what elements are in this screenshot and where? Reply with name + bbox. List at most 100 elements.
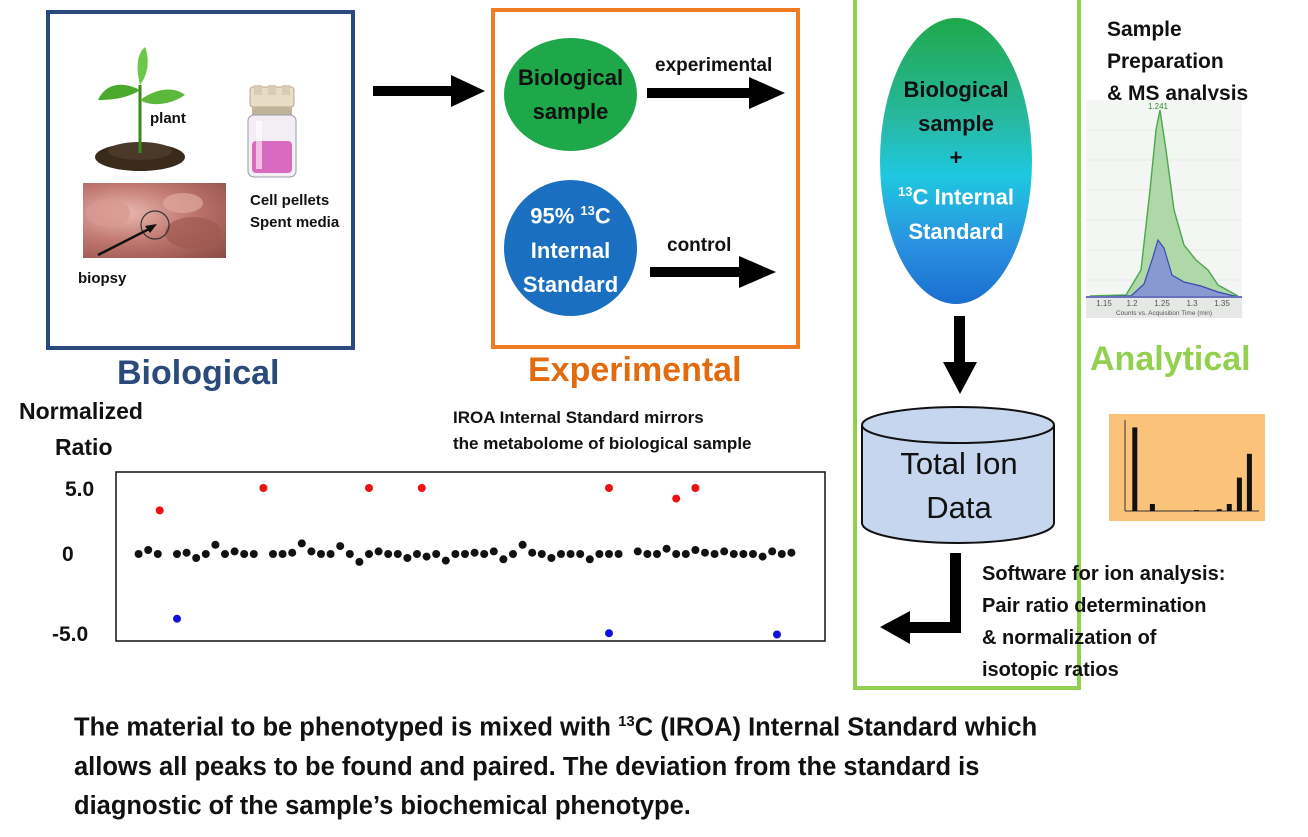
ratio-point <box>259 484 268 492</box>
chromatogram-tick: 1.15 <box>1096 299 1112 308</box>
chromatogram-thumbnail: 1.241 1.15 1.2 1.25 1.3 1.35 Counts vs. … <box>1086 100 1242 318</box>
software-text: Software for ion analysis: Pair ratio de… <box>982 558 1225 686</box>
ratio-point <box>509 550 517 558</box>
ratio-point <box>393 550 402 558</box>
biopsy-image <box>83 183 226 258</box>
chromatogram-peak-label: 1.241 <box>1148 102 1169 111</box>
mirror-text-line1: IROA Internal Standard mirrors <box>453 408 704 427</box>
ratio-point <box>537 550 546 558</box>
experimental-arrow <box>647 77 785 109</box>
ratio-point <box>749 550 757 558</box>
ratio-point <box>768 547 777 556</box>
internal-standard-circle: 95% 13C Internal Standard <box>504 180 637 316</box>
ratio-point <box>585 555 594 564</box>
chromatogram-tick: 1.3 <box>1186 299 1198 308</box>
software-line1: Software for ion analysis: <box>982 563 1226 585</box>
ratio-point <box>384 550 393 558</box>
ratio-point <box>201 550 210 558</box>
chromatogram-tick: 1.25 <box>1154 299 1170 308</box>
sample-circle-line2: sample <box>532 98 609 124</box>
ratio-point <box>653 550 661 558</box>
experimental-title: Experimental <box>528 351 742 389</box>
ratio-point <box>643 550 652 558</box>
ratio-point <box>547 554 556 562</box>
cylinder-text: Total Ion Data <box>860 442 1058 530</box>
spectrum-bar <box>1236 477 1242 511</box>
software-line4: isotopic ratios <box>982 659 1119 681</box>
spectrum-bar <box>1246 453 1252 511</box>
ratio-point <box>326 550 335 558</box>
spectrum-bar <box>1149 504 1155 511</box>
prep-text: Sample Preparation & MS analysis <box>1107 14 1248 110</box>
experimental-arrow-label: experimental <box>655 55 773 76</box>
ratio-ylabel-line2: Ratio <box>55 434 113 460</box>
spectrum-bar <box>1216 509 1222 511</box>
ratio-point <box>173 614 181 623</box>
software-line3: & normalization of <box>982 627 1157 649</box>
total-ion-data-cylinder <box>861 406 1055 544</box>
ratio-point <box>155 506 164 515</box>
ratio-point <box>614 550 623 558</box>
plant-icon <box>95 47 185 171</box>
ratio-point <box>451 550 460 558</box>
ratio-point <box>662 544 671 553</box>
ratio-point <box>576 550 585 558</box>
ratio-point <box>720 547 729 556</box>
ratio-tick-0: 0 <box>62 543 74 566</box>
ratio-point <box>403 554 412 562</box>
cells-label-1: Cell pellets <box>250 192 330 209</box>
chromatogram-axis-title: Counts vs. Acquisition Time (min) <box>1116 310 1212 317</box>
ratio-point <box>365 484 373 492</box>
ratio-point <box>288 548 297 557</box>
ratio-point <box>413 550 421 558</box>
normalized-ratio-plot <box>115 471 826 642</box>
biological-sample-circle: Biological sample <box>504 38 637 151</box>
ratio-point <box>518 540 527 549</box>
standard-circle-line2: Internal <box>530 237 611 263</box>
ratio-point <box>422 552 431 561</box>
ratio-point <box>365 550 373 558</box>
mixed-sample-ellipse: Biological sample + 13C Internal Standar… <box>880 18 1032 304</box>
ratio-point <box>249 550 258 558</box>
ratio-point <box>336 542 345 551</box>
ratio-tick-5: 5.0 <box>65 478 95 501</box>
ratio-point <box>489 547 498 556</box>
ratio-tick-minus5: -5.0 <box>52 623 89 646</box>
ratio-point <box>773 630 781 639</box>
prep-line3: & MS analysis <box>1107 82 1249 105</box>
ratio-point <box>787 548 796 557</box>
ratio-point <box>192 554 201 562</box>
ratio-point <box>441 556 450 565</box>
vial-icon <box>247 85 297 178</box>
biological-panel <box>46 10 355 350</box>
sample-circle-line1: Biological <box>517 64 624 90</box>
ratio-point <box>595 550 604 558</box>
ratio-point <box>153 550 162 558</box>
ellipse-plus: + <box>949 145 963 171</box>
caption-line1: The material to be phenotyped is mixed w… <box>74 713 1038 742</box>
ratio-point <box>269 550 277 558</box>
ratio-point <box>355 557 364 566</box>
biological-title: Biological <box>117 354 280 392</box>
prep-line1: Sample <box>1107 18 1182 41</box>
ellipse-line4: Standard <box>908 218 1004 244</box>
ratio-point <box>182 548 191 557</box>
ratio-point <box>230 547 239 556</box>
ratio-point <box>345 550 354 558</box>
prep-line2: Preparation <box>1107 50 1224 73</box>
ratio-point <box>672 550 681 558</box>
experimental-panel <box>491 8 800 349</box>
caption: The material to be phenotyped is mixed w… <box>74 702 1037 826</box>
ratio-point <box>307 547 316 556</box>
ratio-point <box>777 550 786 558</box>
control-arrow <box>650 256 776 288</box>
caption-line2: allows all peaks to be found and paired.… <box>74 752 980 781</box>
ratio-point <box>134 550 143 558</box>
return-arrow <box>880 553 961 644</box>
standard-circle-line1: 95% 13C <box>530 203 611 229</box>
ratio-point <box>739 550 748 558</box>
ratio-point <box>605 629 613 638</box>
control-arrow-label: control <box>667 235 732 256</box>
ratio-point <box>701 548 709 557</box>
ratio-point <box>605 484 613 492</box>
